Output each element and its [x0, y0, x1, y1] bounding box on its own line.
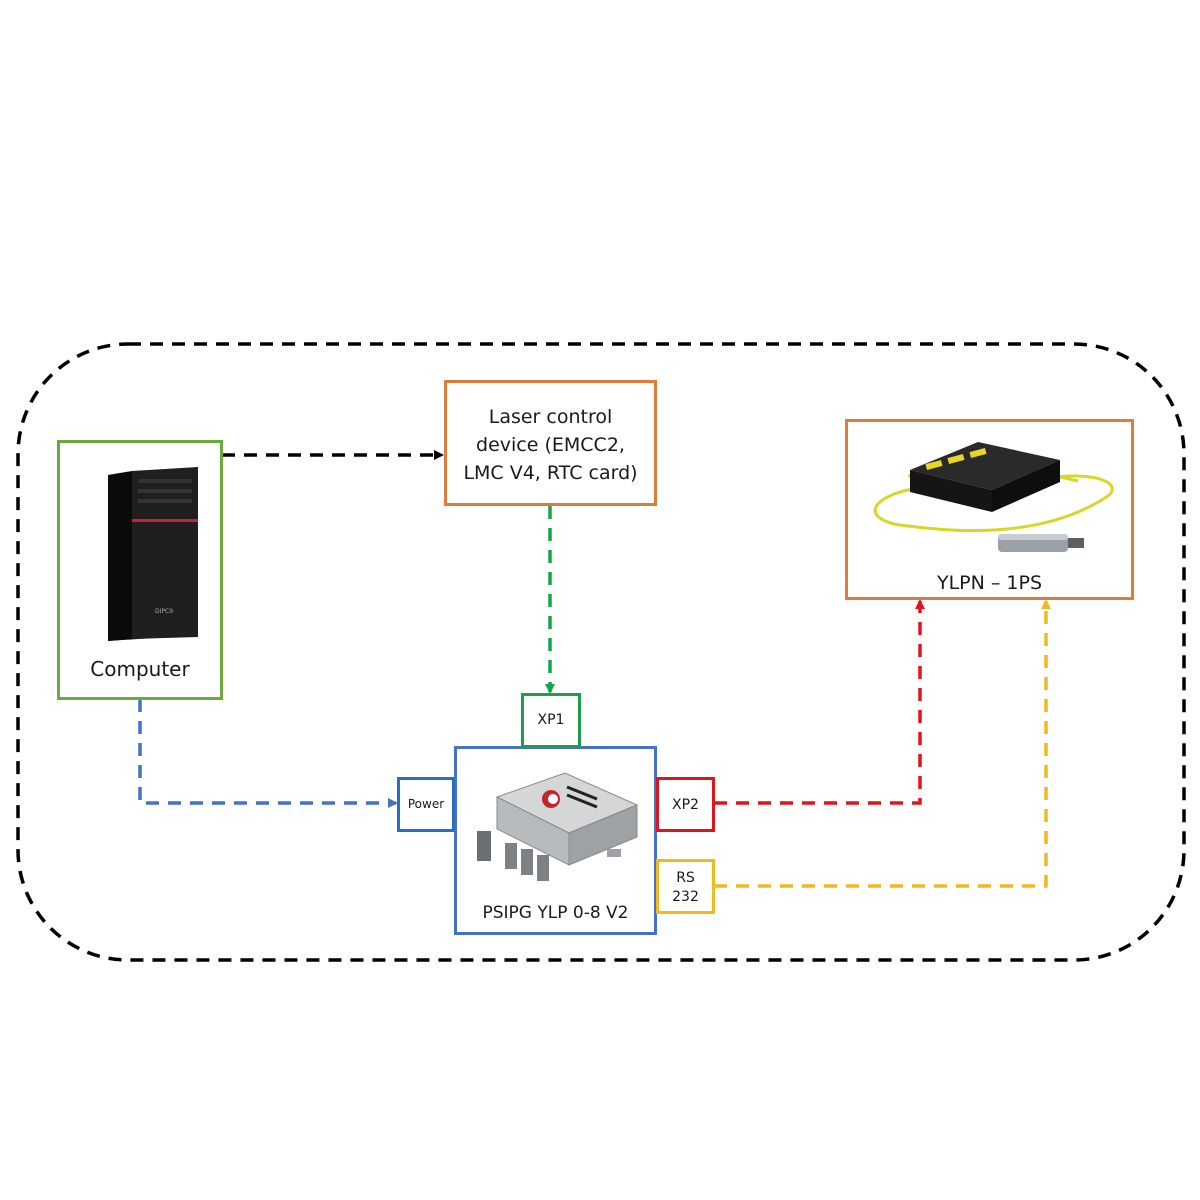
port-rs232-label-line-2: 232 — [672, 889, 699, 905]
power-supply-label: PSIPG YLP 0-8 V2 — [482, 903, 629, 923]
power-supply-unit-icon — [477, 772, 639, 881]
power-supply-node: PSIPG YLP 0-8 V2 — [454, 746, 657, 935]
pc-tower-icon: DIPC9 — [108, 467, 198, 641]
fiber-laser-icon — [873, 442, 1114, 552]
laser-source-node: YLPN – 1PS — [845, 419, 1134, 600]
port-rs232-label: RS 232 — [659, 869, 712, 907]
system-enclosure — [16, 342, 1186, 962]
port-xp2: XP2 — [656, 777, 715, 832]
laser-control-node: Laser control device (EMCC2, LMC V4, RTC… — [444, 380, 657, 506]
port-xp1: XP1 — [521, 693, 581, 748]
laser-control-label: Laser control device (EMCC2, LMC V4, RTC… — [447, 403, 654, 487]
laser-source-label: YLPN – 1PS — [936, 572, 1043, 594]
laser-control-label-line-2: device (EMCC2, — [476, 434, 625, 456]
computer-label: Computer — [90, 657, 190, 681]
computer-node: DIPC9 Computer — [57, 440, 223, 700]
port-xp1-label: XP1 — [537, 712, 565, 728]
wire-xp2-to-laser-source — [714, 599, 925, 805]
wire-computer-to-power — [138, 699, 398, 808]
port-rs232-label-line-1: RS — [676, 870, 695, 886]
port-xp2-label: XP2 — [672, 797, 699, 813]
laser-control-label-line-1: Laser control — [488, 406, 613, 428]
laser-control-label-line-3: LMC V4, RTC card) — [463, 462, 638, 484]
port-rs232: RS 232 — [656, 859, 715, 914]
port-power-label: Power — [407, 797, 445, 811]
svg-text:DIPC9: DIPC9 — [155, 608, 173, 615]
wire-rs232-to-laser-source — [714, 599, 1051, 888]
port-power: Power — [397, 777, 455, 832]
